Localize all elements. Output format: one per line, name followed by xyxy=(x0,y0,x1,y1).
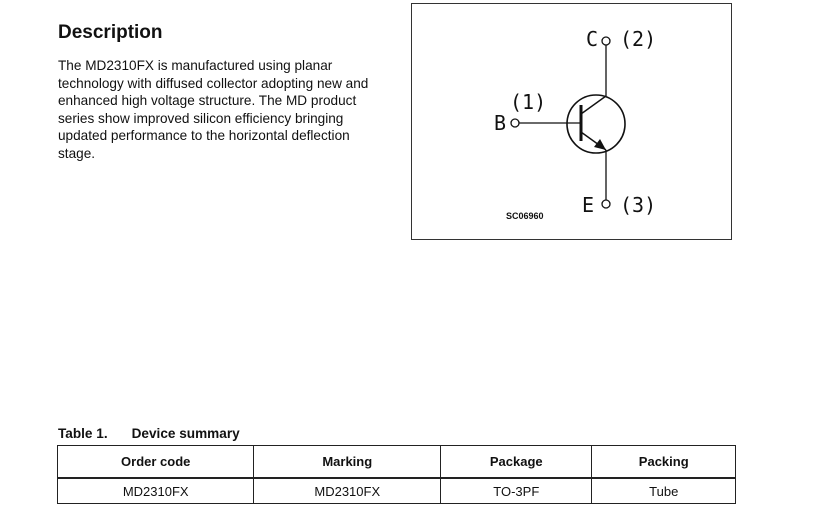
column-header: Order code xyxy=(56,445,255,479)
description-heading: Description xyxy=(58,22,163,43)
table-title: Device summary xyxy=(131,426,240,441)
collector-diagonal xyxy=(580,95,607,115)
base-terminal xyxy=(510,118,520,128)
table-number: Table 1. xyxy=(58,426,108,441)
table-header-row: Order code Marking Package Packing xyxy=(56,445,736,479)
table-caption: Table 1. Device summary xyxy=(58,426,240,441)
transistor-body-circle xyxy=(566,94,626,154)
table-cell: MD2310FX xyxy=(56,477,255,504)
column-header: Package xyxy=(440,445,593,479)
device-summary-table: Order code Marking Package Packing MD231… xyxy=(56,445,736,504)
collector-letter: C xyxy=(586,27,598,51)
column-header: Marking xyxy=(253,445,442,479)
collector-terminal xyxy=(601,36,611,46)
table-cell: MD2310FX xyxy=(253,477,442,504)
npn-transistor-symbol: C (2) (1) B E (3) SC06960 xyxy=(494,27,656,221)
collector-pin-label: (2) xyxy=(620,27,656,51)
table-cell: TO-3PF xyxy=(440,477,593,504)
emitter-pin-label: (3) xyxy=(620,193,656,217)
emitter-terminal xyxy=(601,199,611,209)
column-header: Packing xyxy=(591,445,736,479)
base-letter: B xyxy=(494,111,506,135)
schematic-code: SC06960 xyxy=(506,211,544,221)
table-cell: Tube xyxy=(591,477,736,504)
transistor-schematic: C (2) (1) B E (3) SC06960 xyxy=(411,3,732,240)
emitter-letter: E xyxy=(582,193,594,217)
table-row: MD2310FX MD2310FX TO-3PF Tube xyxy=(56,477,736,504)
description-text: The MD2310FX is manufactured using plana… xyxy=(58,58,369,161)
emitter-arrow xyxy=(594,139,606,150)
base-pin-label: (1) xyxy=(510,90,546,114)
